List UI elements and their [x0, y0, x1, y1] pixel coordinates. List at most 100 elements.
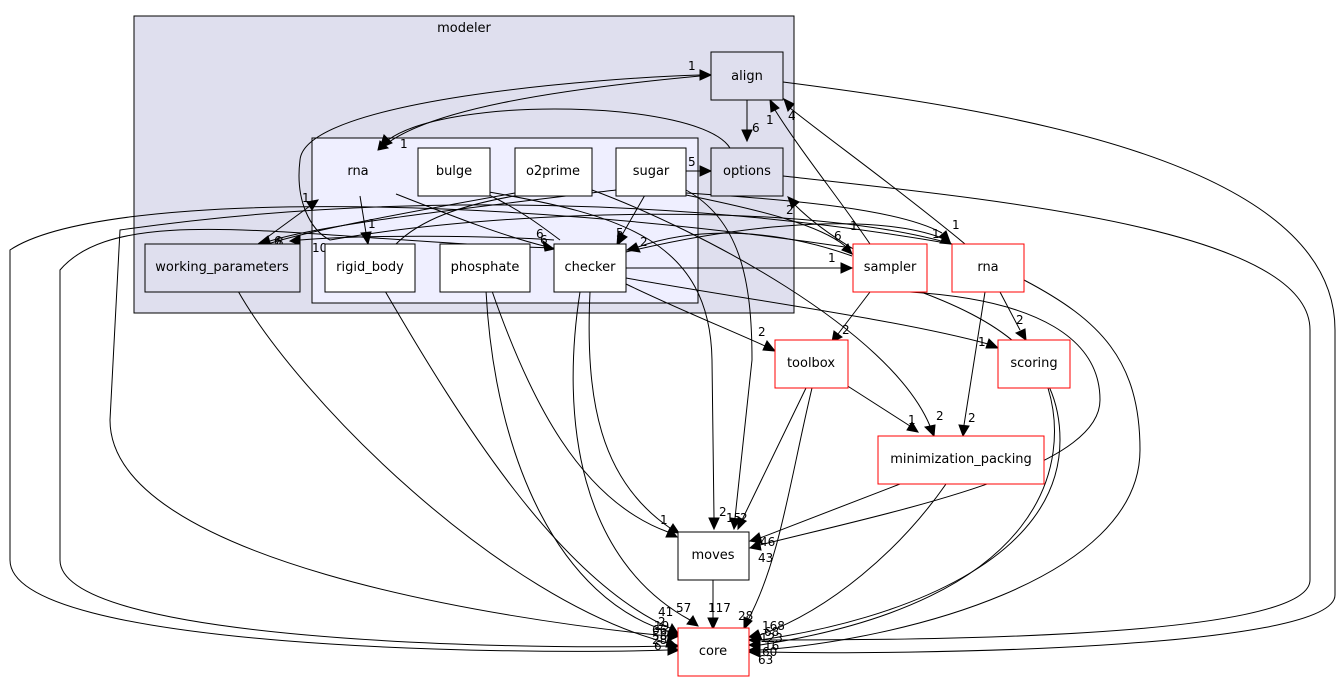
node-o2prime[interactable]: o2prime	[514, 147, 593, 197]
node-options[interactable]: options	[710, 147, 784, 197]
edge-sampler-checker: 2 6	[625, 229, 853, 257]
edge-label: 117	[708, 601, 731, 615]
node-label: sampler	[864, 260, 917, 275]
edge-sugar-options: 5	[686, 155, 713, 177]
edge-label: 15	[726, 511, 741, 525]
edge-options-core	[747, 175, 1311, 646]
node-label: scoring	[1010, 356, 1057, 371]
edge-bulge-moves: 2	[488, 191, 727, 531]
cluster-modeler-label: modeler	[437, 21, 491, 36]
edge-label: 66	[652, 623, 667, 637]
node-toolbox[interactable]: toolbox	[774, 339, 849, 389]
node-label: rna	[347, 164, 368, 179]
edge-label: 2	[658, 615, 666, 629]
edge-phos-core: 2	[485, 290, 680, 637]
edge-label: 1	[908, 413, 916, 427]
node-label: moves	[691, 548, 734, 563]
edge-label: 10	[312, 241, 327, 255]
edge-label: 60	[762, 645, 777, 659]
edge-label: 2	[968, 411, 976, 425]
node-checker[interactable]: checker	[553, 243, 627, 293]
node-sampler[interactable]: sampler	[852, 243, 928, 293]
edge-sampler-toolbox: 2	[831, 291, 871, 343]
node-label: toolbox	[787, 356, 835, 371]
node-label: rna	[977, 260, 998, 275]
edge-rnaout-core: 60	[747, 279, 1141, 659]
edge-label: 6	[654, 639, 662, 653]
edge-label: 28	[652, 633, 667, 647]
edge-moves-core: 117	[707, 580, 731, 631]
node-label: minimization_packing	[890, 452, 1032, 467]
edge-label: 5	[688, 155, 696, 169]
edge-align-options: 6	[741, 100, 760, 143]
edge-label: 6	[834, 229, 842, 243]
edge-rnaout-min: 2	[958, 291, 986, 438]
edge-label: 168	[762, 619, 785, 633]
edge-label: 2	[786, 203, 794, 217]
node-core[interactable]: core	[677, 627, 750, 677]
edge-min-core: 68	[747, 483, 947, 641]
node-phosphate[interactable]: phosphate	[439, 243, 531, 293]
edge-checker-sampler: 1	[626, 251, 854, 274]
edge-phos-wp: 10	[288, 234, 555, 255]
node-label: options	[723, 164, 771, 179]
node-bulge[interactable]: bulge	[417, 147, 491, 197]
node-working-parameters[interactable]: working_parameters	[144, 243, 301, 293]
node-label: core	[699, 644, 727, 659]
edge-rnaout-scoring: 2	[999, 291, 1027, 342]
edge-label: 6	[274, 234, 282, 248]
edge-label: 2	[758, 325, 766, 339]
edge-toolbox-core: 28	[738, 387, 813, 631]
edge-label: 58	[652, 629, 667, 643]
edge-sampler-left-core: 58	[9, 206, 853, 656]
node-label: working_parameters	[155, 260, 289, 275]
node-minimization-packing[interactable]: minimization_packing	[877, 435, 1045, 485]
edge-label: 2	[1016, 313, 1024, 327]
edge-sugar-checker: 5	[616, 194, 646, 247]
edge-toolbox-moves: 2	[737, 387, 807, 531]
edge-checker-left-core: 66	[59, 228, 681, 652]
edge-checker-core: 57	[572, 291, 699, 627]
edge-wp-rna: 1	[257, 191, 319, 245]
edge-sugar-moves: 15	[685, 189, 753, 531]
edge-label: 1	[978, 335, 986, 349]
edge-label: 1	[932, 227, 940, 241]
edge-toolbox-min: 1	[845, 384, 919, 433]
edge-label: 4	[788, 109, 796, 123]
node-label: align	[731, 69, 763, 84]
edge-label: 1	[828, 251, 836, 265]
edge-label: 41	[658, 605, 673, 619]
node-align[interactable]: align	[710, 51, 784, 101]
edge-label: 1	[952, 218, 960, 232]
edge-checker-scoring: 1	[625, 277, 1000, 349]
node-sugar[interactable]: sugar	[615, 147, 687, 197]
edge-checker-rnaout: 1	[625, 223, 952, 253]
edge-label: 57	[676, 601, 691, 615]
edge-label: 68	[764, 625, 779, 639]
edge-rna-checker: 6	[395, 193, 556, 252]
edge-sampler-options: 2	[786, 196, 856, 251]
edge-label: 46	[760, 535, 775, 549]
edge-label: 1	[850, 219, 858, 233]
edge-label: 6	[540, 233, 548, 247]
node-label: phosphate	[451, 260, 520, 275]
node-label: checker	[565, 260, 617, 275]
node-label: rigid_body	[336, 260, 404, 275]
edge-label: 2	[936, 409, 944, 423]
edge-label: 2	[842, 323, 850, 337]
edge-label-extra: 43 168 6	[654, 551, 785, 653]
edge-label: 28	[738, 609, 753, 623]
edge-label: 2	[640, 235, 648, 249]
edge-sampler-align: 1	[766, 98, 871, 245]
edge-phos-moves: 1	[491, 290, 679, 538]
edge-scoring-core: 16	[747, 387, 1055, 653]
node-rigid-body[interactable]: rigid_body	[324, 243, 416, 293]
edge-label: 6	[536, 227, 544, 241]
node-scoring[interactable]: scoring	[997, 339, 1071, 389]
node-rna-outer[interactable]: rna	[951, 243, 1025, 293]
edge-rb-core: 41	[384, 290, 681, 636]
node-moves[interactable]: moves	[677, 531, 750, 581]
node-rna-inner[interactable]: rna	[347, 164, 368, 179]
edge-label: 123	[760, 631, 783, 645]
edge-label: 16	[764, 639, 779, 653]
